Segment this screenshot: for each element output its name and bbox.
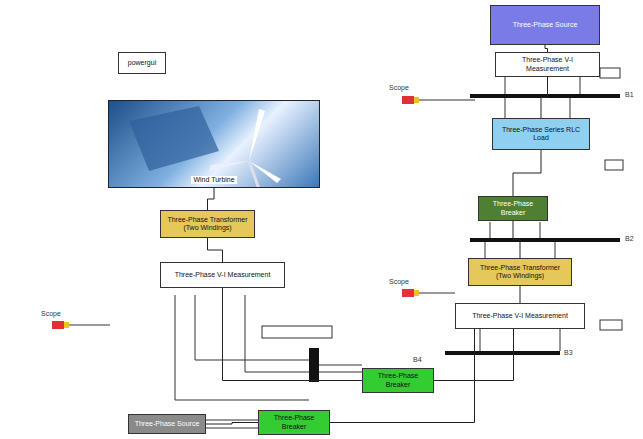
bus-bar — [445, 351, 560, 355]
wind-turbine-block: Wind Turbine — [108, 100, 320, 188]
transformer-block: Three-Phase Transformer (Two Windings) — [468, 258, 572, 286]
block-label: Three-Phase V-I Measurement — [500, 56, 595, 72]
connector — [223, 288, 363, 381]
connector — [513, 221, 520, 258]
block-label: Three-Phase Transformer (Two Windings) — [165, 216, 250, 232]
connector — [330, 329, 475, 423]
turbine-illustration — [109, 101, 319, 187]
scope-label: Scope — [388, 84, 410, 91]
connector — [434, 329, 514, 381]
block-label: Wind Turbine — [191, 176, 236, 184]
scope-label: Scope — [40, 310, 62, 317]
bus-label: B2 — [624, 235, 635, 242]
bus-label: B1 — [624, 91, 635, 98]
connector — [208, 238, 223, 262]
mux-block — [309, 348, 319, 382]
connector — [513, 150, 541, 196]
scope-label: Scope — [388, 278, 410, 285]
breaker-block: Three-Phase Breaker — [258, 410, 330, 435]
measurement-block: Three-Phase V-I Measurement — [495, 52, 600, 77]
breaker-block: Three-Phase Breaker — [478, 196, 548, 221]
connector — [541, 77, 548, 118]
block-label: Three-Phase Breaker — [367, 372, 429, 388]
bus-label: B3 — [563, 349, 574, 356]
block-label: Three-Phase V-I Measurement — [472, 312, 568, 320]
measurement-block: Three-Phase V-I Measurement — [455, 303, 585, 329]
powergui-block: powergui — [118, 52, 166, 74]
bus-bar — [470, 238, 620, 242]
breaker-block: Three-Phase Breaker — [362, 368, 434, 393]
block-label: Three-Phase Transformer (Two Windings) — [473, 264, 567, 280]
scope-probe — [52, 96, 475, 329]
connector — [208, 188, 215, 210]
block-label: Three-Phase V-I Measurement — [175, 271, 271, 279]
block-label: Three-Phase Breaker — [483, 200, 543, 216]
source-block: Three-Phase Source — [128, 414, 206, 434]
block-label: Three-Phase Breaker — [263, 414, 325, 430]
connector — [206, 423, 258, 425]
block-label: Three-Phase Source — [513, 21, 578, 29]
load-block: Three-Phase Series RLC Load — [492, 118, 590, 150]
block-label: powergui — [128, 59, 156, 67]
source-block: Three-Phase Source — [490, 5, 600, 45]
bus-label: B4 — [412, 356, 423, 363]
measurement-block: Three-Phase V-I Measurement — [160, 262, 285, 288]
connector — [520, 286, 521, 303]
transformer-block: Three-Phase Transformer (Two Windings) — [160, 210, 255, 238]
block-label: Three-Phase Series RLC Load — [497, 126, 585, 142]
block-label: Three-Phase Source — [135, 420, 200, 428]
connector — [545, 45, 548, 52]
